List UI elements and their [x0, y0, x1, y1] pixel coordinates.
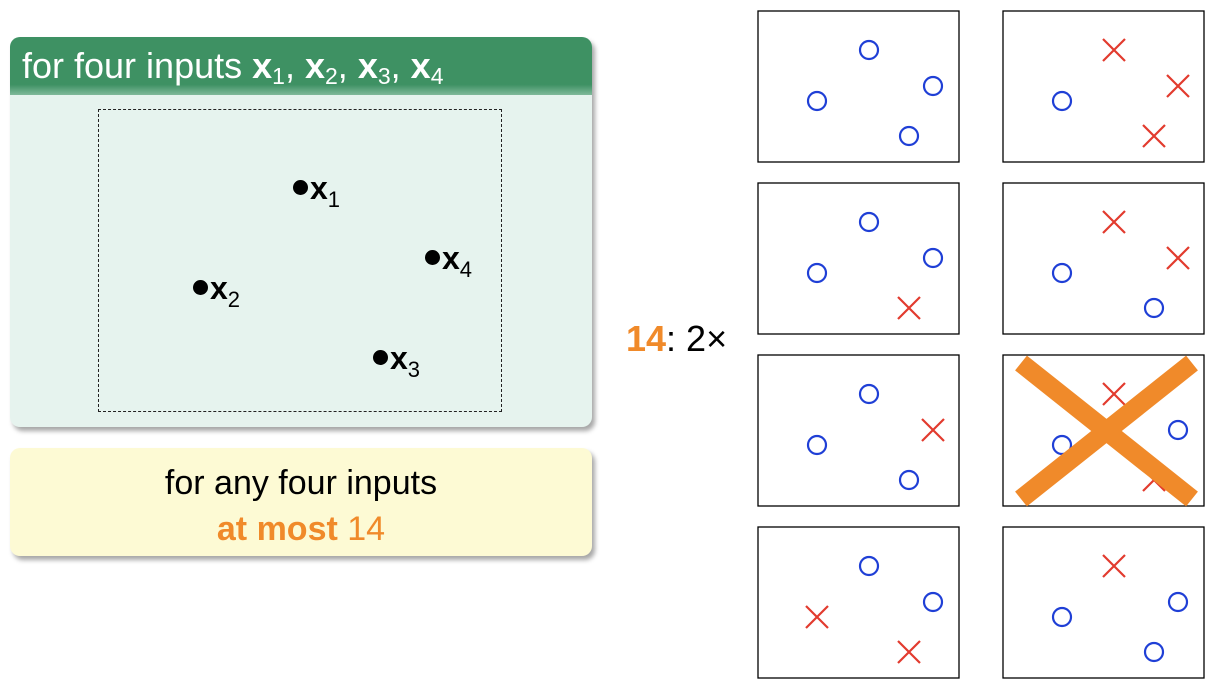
point-x4: x4 — [425, 240, 472, 283]
cross-mark — [805, 605, 829, 629]
circle-mark — [922, 75, 944, 97]
circle-mark — [1051, 606, 1073, 628]
circle-mark — [858, 211, 880, 233]
cross-mark — [897, 296, 921, 320]
point-dot — [373, 350, 388, 365]
cross-mark — [1166, 246, 1190, 270]
at-most-line2: at most 14 — [216, 510, 386, 548]
at-most-line1: for any four inputs — [164, 464, 438, 502]
panel-frame — [1002, 182, 1205, 335]
four-inputs-header: for four inputs x1, x2, x3, x4 — [10, 37, 592, 95]
point-x1: x1 — [293, 170, 340, 213]
circle-mark — [806, 90, 828, 112]
circle-mark — [1143, 297, 1165, 319]
dichotomy-panel — [757, 354, 960, 507]
cross-mark — [897, 640, 921, 664]
circle-mark — [922, 247, 944, 269]
point-dot — [193, 280, 208, 295]
panel-frame — [757, 354, 960, 507]
panel-frame — [757, 182, 960, 335]
panel-frame — [1002, 526, 1205, 679]
cross-mark — [1102, 210, 1126, 234]
point-dot — [293, 180, 308, 195]
circle-mark — [1051, 434, 1073, 456]
point-x2: x2 — [193, 270, 240, 313]
cross-mark — [1166, 74, 1190, 98]
circle-mark — [898, 125, 920, 147]
dichotomy-panel — [1002, 526, 1205, 679]
cross-mark — [1142, 124, 1166, 148]
four-inputs-box: for four inputs x1, x2, x3, x4 x1 x2 x3 … — [10, 37, 592, 427]
dichotomy-panel — [757, 182, 960, 335]
header-prefix: for four inputs — [22, 45, 253, 86]
circle-mark — [1051, 90, 1073, 112]
cross-mark — [921, 418, 945, 442]
dichotomy-panel — [1002, 354, 1205, 507]
dichotomy-panel — [757, 10, 960, 163]
dichotomy-count: 14: 2× — [626, 318, 728, 359]
circle-mark — [806, 434, 828, 456]
dichotomy-panel — [1002, 182, 1205, 335]
dichotomy-panel — [757, 526, 960, 679]
circle-mark — [858, 383, 880, 405]
cross-mark — [1102, 382, 1126, 406]
circle-mark — [1167, 591, 1189, 613]
panel-frame — [757, 10, 960, 163]
circle-mark — [1143, 641, 1165, 663]
circle-mark — [922, 591, 944, 613]
point-x3: x3 — [373, 340, 420, 383]
circle-mark — [858, 555, 880, 577]
cross-mark — [1102, 38, 1126, 62]
panel-frame — [757, 526, 960, 679]
circle-mark — [898, 469, 920, 491]
circle-mark — [1167, 419, 1189, 441]
circle-mark — [806, 262, 828, 284]
panel-frame — [1002, 10, 1205, 163]
circle-mark — [858, 39, 880, 61]
circle-mark — [1051, 262, 1073, 284]
point-dot — [425, 250, 440, 265]
impossible-x-mark — [1015, 355, 1198, 507]
cross-mark — [1102, 554, 1126, 578]
input-space-region — [98, 109, 502, 412]
dichotomy-panel — [1002, 10, 1205, 163]
at-most-box: for any four inputs at most 14 — [10, 448, 592, 556]
